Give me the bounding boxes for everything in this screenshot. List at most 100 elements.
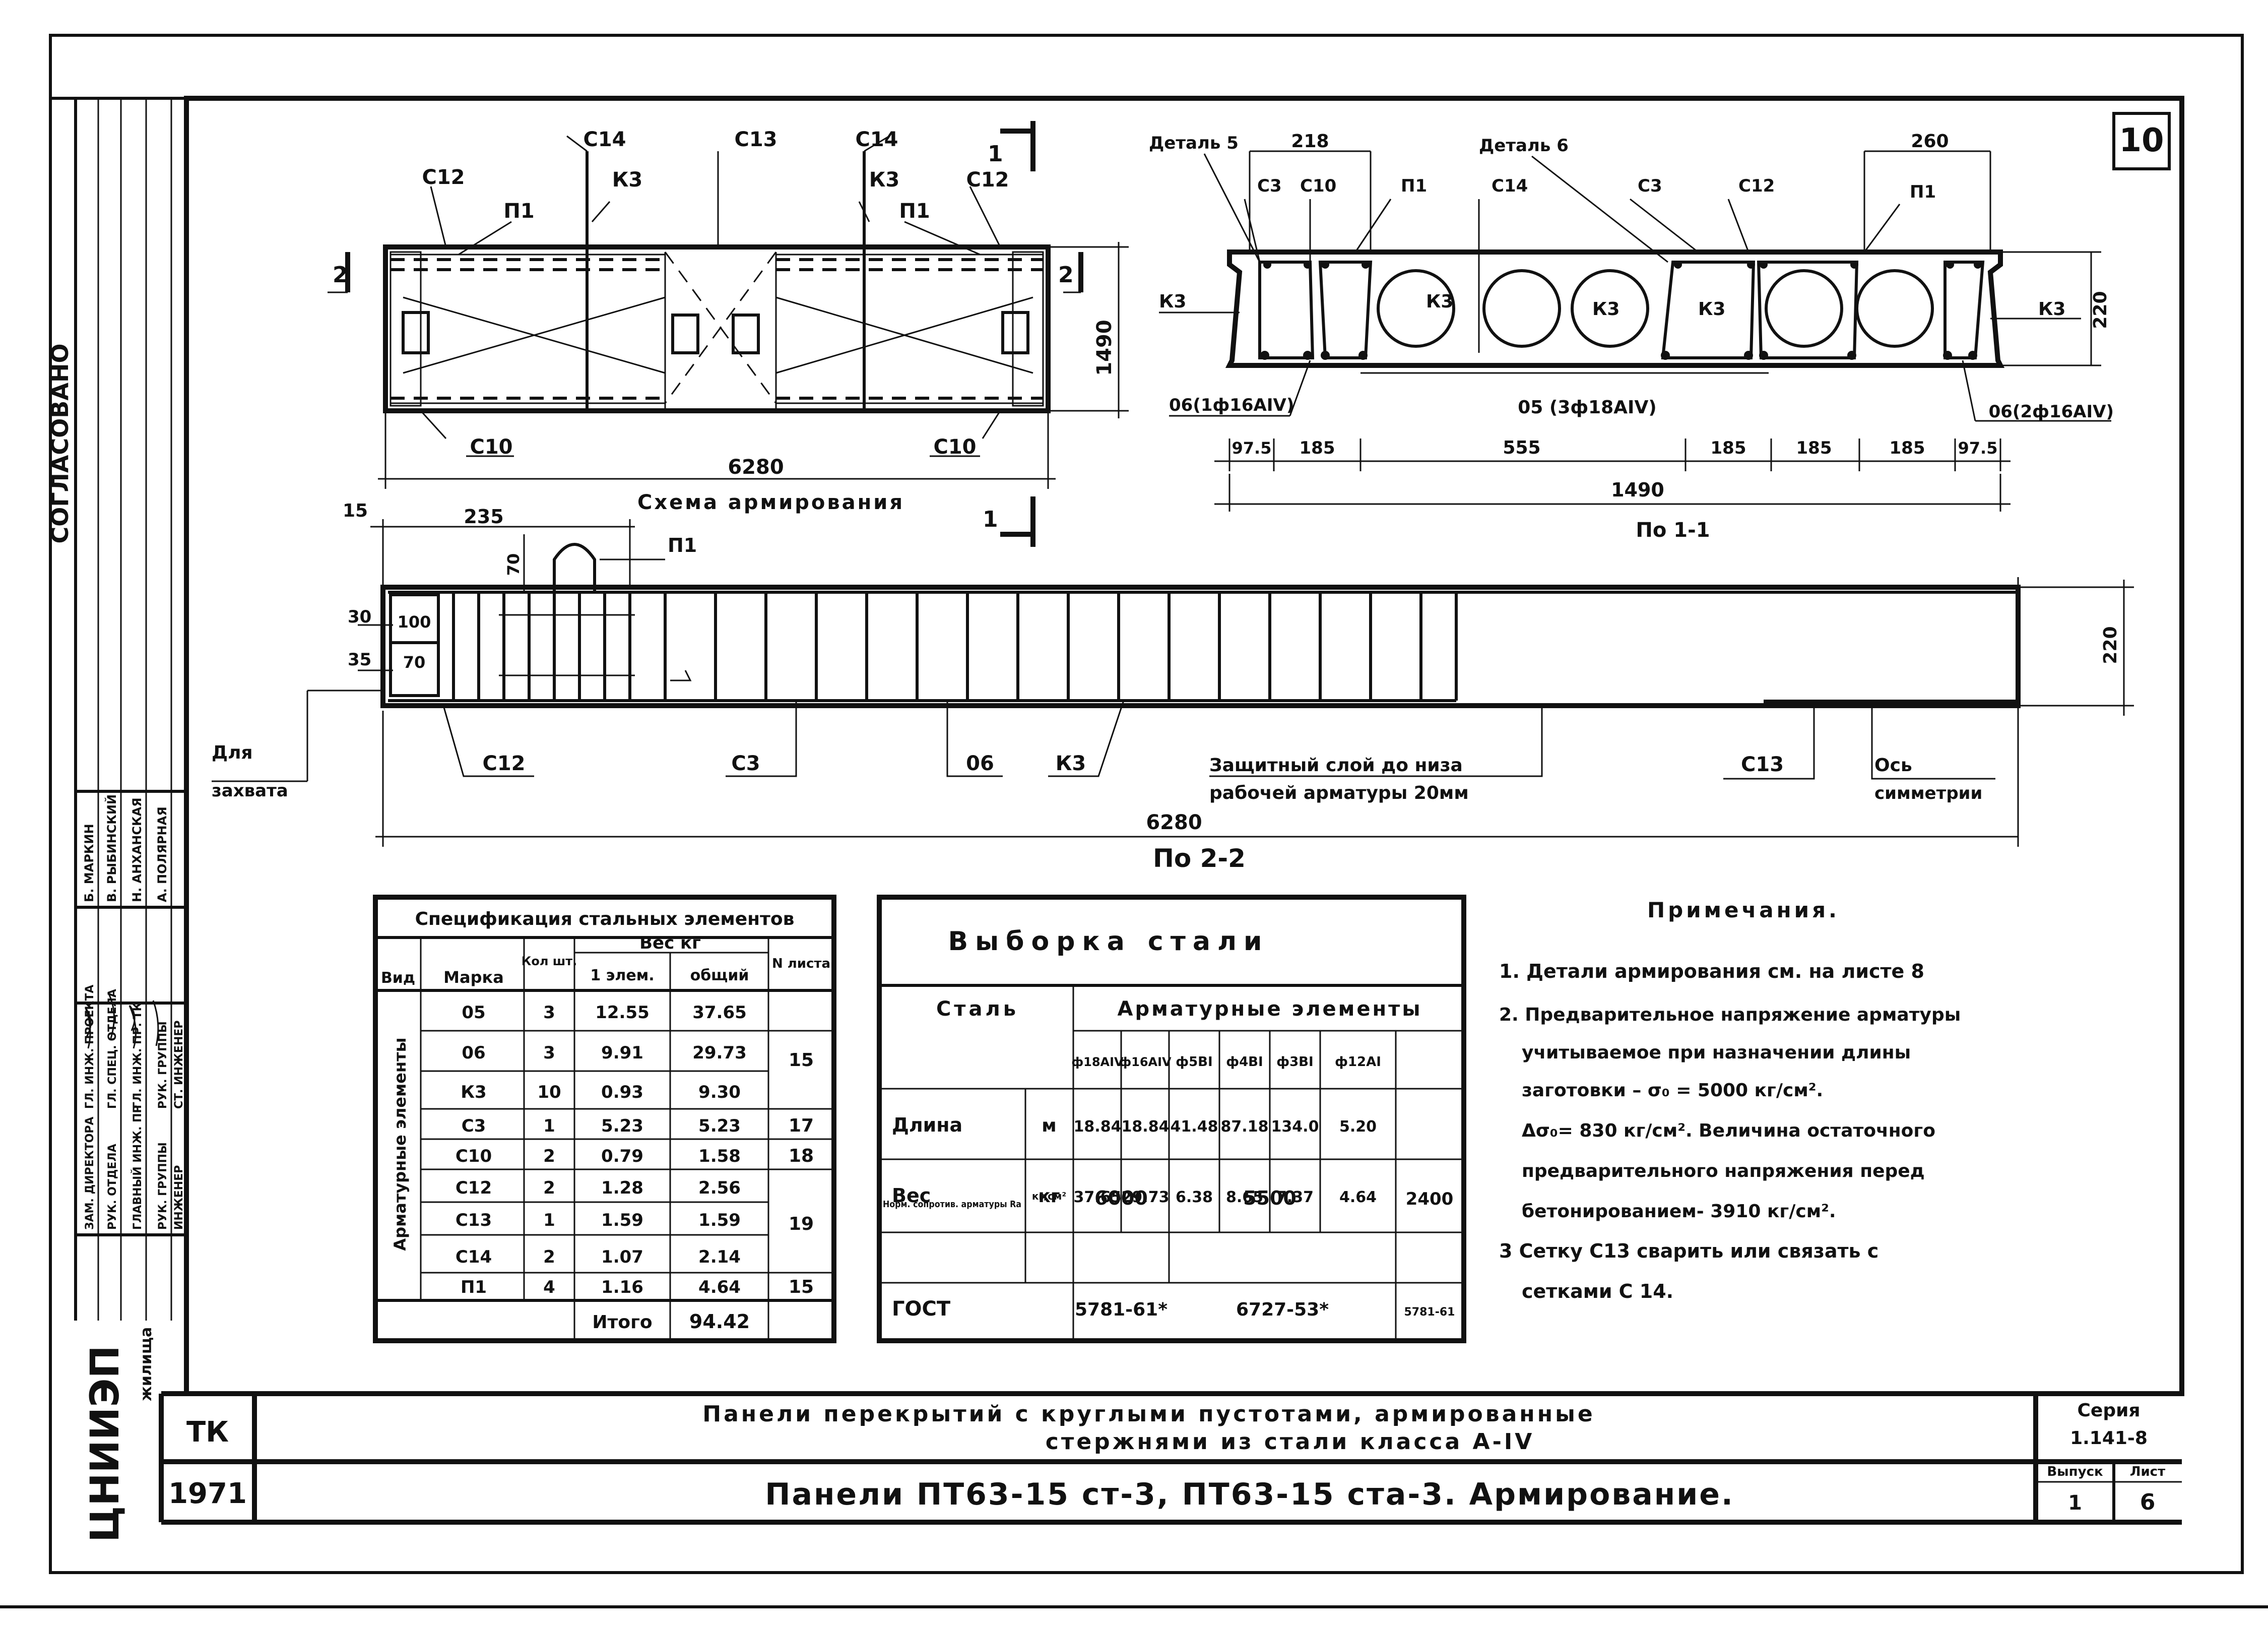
- spec-rows: 05 3 12.55 37.65 06 3 9.91 29.73 15 К3 1…: [456, 1003, 814, 1297]
- spec-title: Спецификация стальных элементов: [415, 909, 795, 929]
- spec-row-9-mark: П1: [461, 1277, 487, 1297]
- axis-label-2: симметрии: [1874, 783, 1982, 803]
- plan-c10-a: С10: [470, 435, 512, 459]
- spec-row-1-total: 37.65: [692, 1003, 747, 1023]
- plan-caption: Схема армирования: [637, 491, 904, 514]
- s11-dim-3: 555: [1503, 438, 1540, 458]
- s22-total: 6280: [1146, 811, 1202, 834]
- k3-4: К3: [1698, 299, 1725, 320]
- steel-col-4: ф4ВI: [1226, 1054, 1263, 1070]
- steel-norm-3: 2400: [1406, 1189, 1454, 1209]
- s11-c12: С12: [1738, 176, 1775, 196]
- steel-length-unit: м: [1042, 1115, 1056, 1136]
- steel-norm-unit: кг/см²: [1032, 1190, 1066, 1202]
- spec-row-5-one: 0.79: [601, 1146, 643, 1166]
- spec-row-6-qty: 2: [543, 1178, 555, 1198]
- steel-table: Выборка стали Сталь Арматурные элементы …: [877, 895, 1466, 1343]
- dim-15: 15: [343, 501, 368, 521]
- steel-gost-2: 6727-53*: [1236, 1299, 1329, 1320]
- note-line-8: 3 Сетку С13 сварить или связать с: [1499, 1240, 1878, 1262]
- dim-100: 100: [398, 612, 431, 632]
- spec-row-6-one: 1.28: [601, 1178, 643, 1198]
- spec-row-1-qty: 3: [543, 1003, 555, 1023]
- s22-p1: П1: [668, 534, 697, 556]
- plan-sec1-b: 1: [983, 507, 998, 532]
- sheet-frame: [49, 34, 2244, 1574]
- spec-row-1-mark: 05: [462, 1003, 485, 1023]
- name-2: В. РЫБИНСКИЙ: [104, 794, 119, 902]
- steel-weight-unit: кг: [1038, 1186, 1060, 1207]
- steel-norm-1: 6000: [1094, 1187, 1148, 1209]
- steel-weight-3: 6.38: [1176, 1189, 1213, 1206]
- bar-left: 06(1ф16АIV): [1169, 395, 1294, 415]
- note-line-9: сетками С 14.: [1522, 1280, 1673, 1302]
- k3-3: К3: [1592, 299, 1619, 320]
- spec-table: Спецификация стальных элементов Вид Марк…: [373, 895, 836, 1343]
- spec-row-2-total: 29.73: [692, 1043, 747, 1063]
- plan-c14-a: С14: [583, 128, 626, 151]
- detail-6: Деталь 6: [1479, 136, 1569, 156]
- spec-row-6-total: 2.56: [698, 1178, 741, 1198]
- note-line-2: 2. Предварительное напряжение арматуры: [1499, 1005, 1961, 1025]
- section-2-2: 15 235 70 П1 30 100 35 70 220 Для захват…: [212, 501, 2134, 873]
- spec-total-label: Итого: [592, 1312, 652, 1333]
- spec-row-8-one: 1.07: [601, 1247, 643, 1267]
- detail-5: Деталь 5: [1149, 133, 1239, 153]
- spec-row-5-sheet: 18: [789, 1146, 814, 1166]
- spec-row-5-qty: 2: [543, 1146, 555, 1166]
- k3-1: К3: [1159, 291, 1186, 312]
- sheet-value: 6: [2140, 1489, 2156, 1515]
- s22-c13: С13: [1741, 753, 1784, 776]
- spec-row-7-total: 1.59: [698, 1210, 741, 1230]
- spec-row-7-mark: С13: [456, 1210, 492, 1230]
- spec-row-4-sheet: 17: [789, 1115, 814, 1136]
- spec-row-7-qty: 1: [543, 1210, 555, 1230]
- s22-height: 220: [2100, 626, 2121, 664]
- plan-sec2-b: 2: [1058, 262, 1074, 288]
- s11-dim-2: 185: [1300, 438, 1335, 458]
- steel-weight-2: 29.73: [1122, 1189, 1170, 1206]
- signature-marks: [85, 992, 159, 1049]
- spec-row-4-mark: С3: [462, 1116, 486, 1136]
- plan-c10-b: С10: [933, 435, 976, 459]
- k3-5: К3: [2038, 299, 2065, 320]
- series-label: Серия: [2078, 1400, 2141, 1421]
- section-1-1: Деталь 5 Деталь 6 218 260 С3 С10 П1 С14 …: [1149, 131, 2114, 542]
- steel-gost-3: 5781-61: [1404, 1306, 1455, 1319]
- steel-length-3: 41.48: [1171, 1118, 1218, 1136]
- role2-2: ГЛ. СПЕЦ. ОТДЕЛА: [106, 989, 119, 1109]
- spec-row-8-qty: 2: [543, 1247, 555, 1267]
- s11-dim-5: 185: [1796, 438, 1832, 458]
- steel-weight-1: 37.65: [1074, 1189, 1122, 1206]
- spec-row-3-one: 0.93: [601, 1082, 643, 1102]
- issue-value: 1: [2068, 1491, 2082, 1515]
- title-line-2: стержнями из стали класса А-IV: [1046, 1429, 1535, 1455]
- spec-row-8-mark: С14: [456, 1247, 492, 1267]
- issue-label: Выпуск: [2047, 1464, 2103, 1479]
- stirrups: [452, 592, 1458, 701]
- spec-row-6-mark: С12: [456, 1178, 492, 1198]
- steel-weight-6: 4.64: [1339, 1189, 1377, 1206]
- steel-gost-1: 5781-61*: [1075, 1299, 1168, 1320]
- steel-weight-5: 7.37: [1276, 1189, 1314, 1206]
- role-2: РУК. ОТДЕЛА: [106, 1144, 119, 1230]
- steel-col-5: ф3ВI: [1276, 1054, 1313, 1070]
- agreed-stamp: СОГЛАСОВАНО: [46, 343, 74, 543]
- steel-col-3: ф5ВI: [1176, 1054, 1212, 1070]
- note-line-3: учитываемое при назначении длины: [1522, 1042, 1911, 1063]
- s11-dim-6: 185: [1890, 438, 1925, 458]
- role2-4: РУК. ГРУППЫ: [157, 1021, 169, 1109]
- s11-c14: С14: [1492, 176, 1528, 196]
- series-value: 1.141-8: [2070, 1428, 2148, 1449]
- reinforcement-plan: С14 С13 С14 С12 К3 К3 С12 П1 П1 С10 С10 …: [328, 121, 1129, 547]
- grip-label-1: Для: [212, 742, 253, 763]
- rebar-dots: [1260, 261, 1982, 360]
- role-1: ЗАМ. ДИРЕКТОРА: [84, 1116, 96, 1230]
- s11-total: 1490: [1611, 479, 1664, 501]
- spec-row-9-qty: 4: [543, 1277, 555, 1297]
- s11-p1-b: П1: [1910, 182, 1936, 202]
- s22-06: 06: [966, 752, 994, 775]
- spec-row-7-sheet: 19: [789, 1214, 814, 1234]
- spec-total-value: 94.42: [689, 1310, 750, 1333]
- spec-row-7-one: 1.59: [601, 1210, 643, 1230]
